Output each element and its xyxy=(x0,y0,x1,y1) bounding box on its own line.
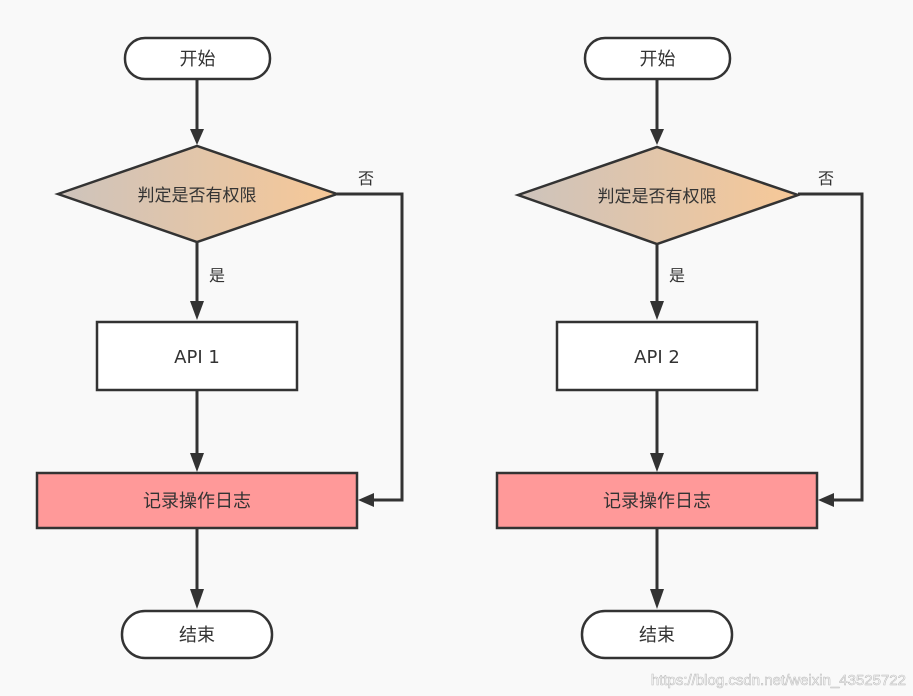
start-label: 开始 xyxy=(640,49,676,70)
start-label: 开始 xyxy=(180,49,216,70)
api-process-label: API 1 xyxy=(174,347,220,368)
log-node xyxy=(495,471,819,530)
api-process-node xyxy=(555,320,759,392)
api-process-node xyxy=(95,320,299,392)
decision-label: 判定是否有权限 xyxy=(138,186,257,206)
start-node xyxy=(123,36,272,81)
decision-node xyxy=(54,144,341,244)
flowchart-1: 开始 判定是否有权限 否 是 API 1 记录操作日志 结束 xyxy=(35,36,404,660)
connectors-2 xyxy=(650,79,864,609)
no-branch-label: 否 xyxy=(818,169,834,188)
flowchart-2: 开始 判定是否有权限 否 是 API 2 记录操作日志 结束 xyxy=(495,36,864,660)
arrow-no-branch xyxy=(337,192,404,502)
start-node xyxy=(583,36,732,81)
decision-label: 判定是否有权限 xyxy=(598,187,717,207)
yes-branch-label: 是 xyxy=(669,266,685,285)
end-node xyxy=(580,609,734,660)
end-node xyxy=(120,609,274,660)
api-process-label: API 2 xyxy=(634,347,680,368)
end-label: 结束 xyxy=(179,625,215,646)
log-label: 记录操作日志 xyxy=(603,491,711,512)
connectors-1 xyxy=(190,79,404,609)
arrow-no-branch xyxy=(798,192,864,502)
log-label: 记录操作日志 xyxy=(143,491,251,512)
no-branch-label: 否 xyxy=(358,169,374,188)
log-node xyxy=(35,471,359,530)
watermark-text: https://blog.csdn.net/weixin_43525722 xyxy=(651,672,906,689)
decision-node xyxy=(514,145,802,246)
yes-branch-label: 是 xyxy=(209,266,225,285)
end-label: 结束 xyxy=(639,625,675,646)
